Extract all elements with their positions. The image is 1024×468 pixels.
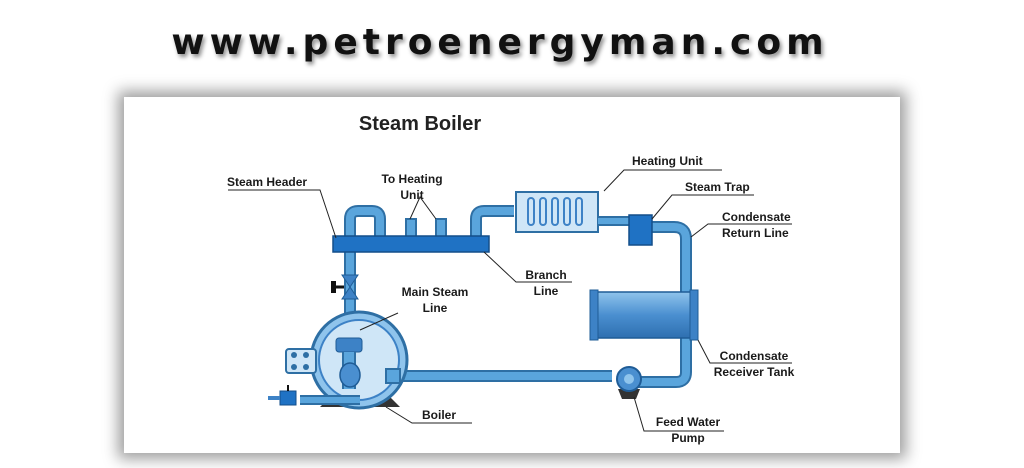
label-feed-water-pump: Feed Water Pump — [655, 415, 721, 445]
heating-unit — [515, 191, 599, 233]
label-heating-unit: Heating Unit — [632, 154, 703, 168]
label-steam-header: Steam Header — [227, 175, 308, 189]
label-main-steam-line: Main Steam Line — [401, 285, 469, 315]
diagram-card: Steam Boiler Steam Header To Heating Uni… — [124, 97, 900, 453]
label-condensate-receiver-tank: Condensate Receiver Tank — [713, 349, 795, 379]
receiver-to-pump-pipe — [634, 337, 692, 388]
steam-boiler-diagram — [228, 169, 792, 432]
steam-header-bar — [332, 235, 490, 253]
label-boiler: Boiler — [422, 408, 457, 422]
feed-water-pump — [616, 366, 642, 399]
site-url: www.petroenergyman.com — [171, 22, 829, 63]
label-branch-line: Branch Line — [525, 268, 567, 298]
steam-trap — [628, 214, 653, 246]
main-steam-valve — [331, 274, 359, 300]
label-condensate-return-line: Condensate Return Line — [722, 210, 791, 240]
boiler — [268, 310, 409, 410]
label-steam-trap: Steam Trap — [685, 180, 750, 194]
condensate-receiver-tank — [589, 289, 699, 341]
label-to-heating-unit: To Heating Unit — [381, 172, 443, 202]
diagram-title: Steam Boiler — [358, 113, 482, 135]
leader-lines — [228, 169, 792, 432]
